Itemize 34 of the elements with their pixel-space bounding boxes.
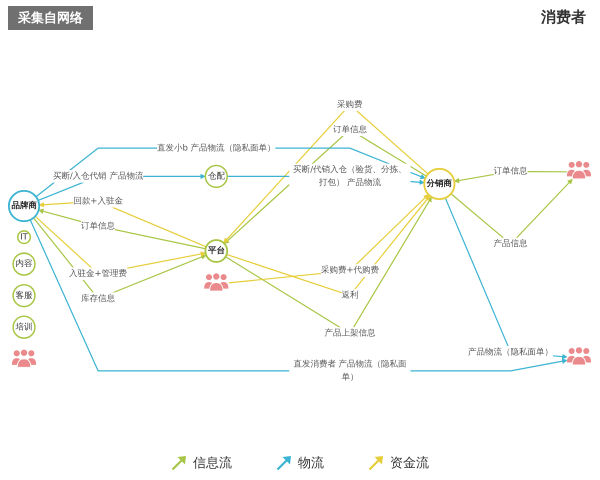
node-circle: 仓配 [204,164,228,188]
node-circle: 品牌商 [8,190,40,222]
edge-label: 回款+入驻金 [73,196,123,206]
edge-label: 直发消费者 产品物流（隐私面单） [293,359,406,382]
arrow [38,200,206,248]
edge-label: 订单信息 [332,124,367,134]
edge-label: 订单信息 [81,220,116,231]
node-circle: 客服 [12,284,36,308]
edge-label: 买断/入仓代销 产品物流 [52,171,144,181]
arrow [30,220,568,372]
column-heading: 消费者 [541,8,586,27]
arrow [38,208,206,250]
edge-label: 入驻金+管理费 [69,268,128,278]
legend-label: 资金流 [390,455,429,472]
edge-label: 产品物流（隐私面单） [468,347,554,357]
edge-label: 采购费 [337,100,363,110]
node-circle: 平台 [204,239,228,263]
node-circle: IT [17,230,32,244]
edge-label: 订单信息 [494,166,528,176]
banner-title: 采集自网络 [8,6,93,30]
arrow [444,198,568,360]
arrow [228,194,429,284]
node-circle: 分销商 [423,168,456,200]
legend-label: 物流 [298,455,324,472]
node-circle: 培训 [12,316,36,339]
edge-label: 买断/代销入仓（验货、分拣、打包） 产品物流 [293,164,407,188]
legend-label: 信息流 [193,455,232,472]
edge-label: 返利 [341,290,358,300]
edge-label: 产品上架信息 [324,328,376,338]
edge-label: 采购费+代购费 [320,265,379,276]
edge-label: 产品信息 [494,238,528,249]
node-circle: 内容 [12,252,36,276]
edge-label: 直发小b 产品物流（隐私面单） [157,143,276,153]
edge-label: 库存信息 [81,293,116,304]
